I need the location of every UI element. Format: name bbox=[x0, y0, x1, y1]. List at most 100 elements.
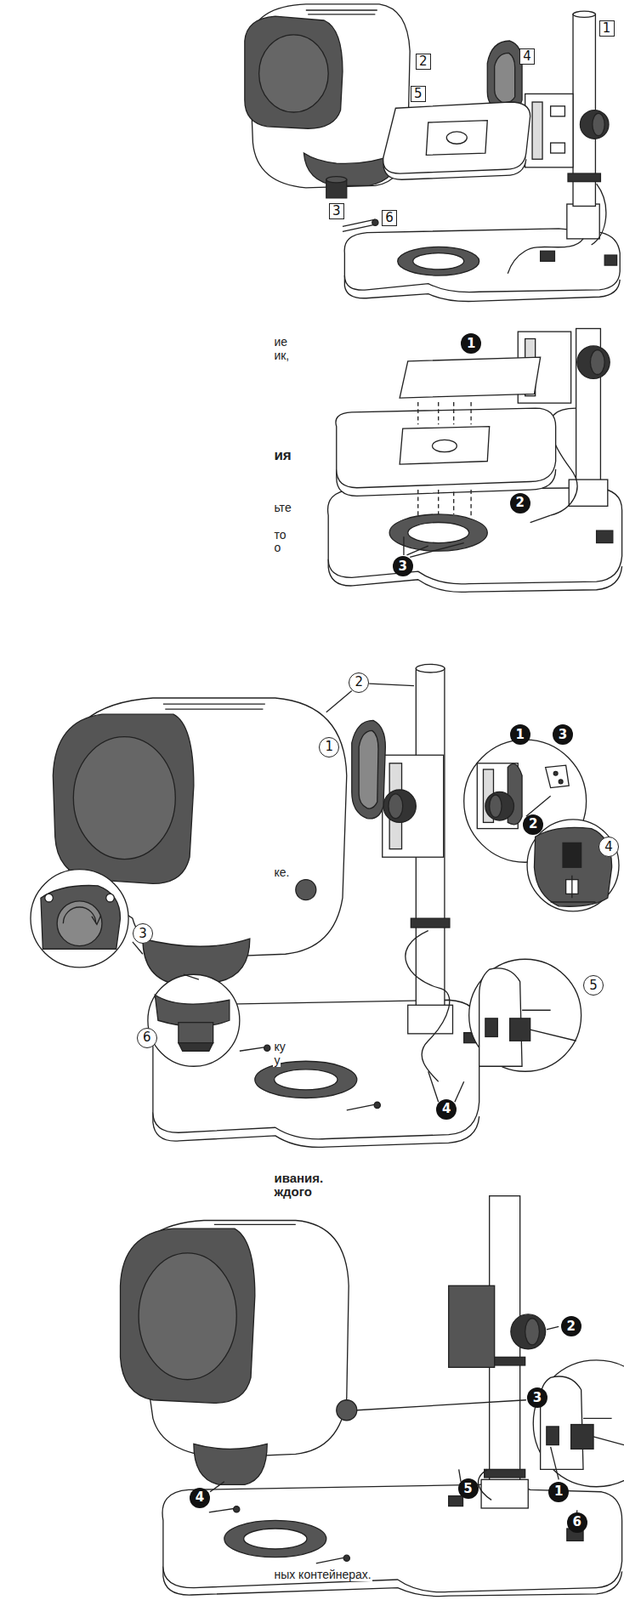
callout-number: 1 bbox=[515, 728, 524, 742]
callout-dot: 4 bbox=[189, 1487, 210, 1509]
base-plate bbox=[596, 530, 613, 543]
inset-bracket bbox=[558, 779, 563, 784]
callout-box: 6 bbox=[381, 209, 398, 227]
inset-rotate bbox=[45, 893, 54, 902]
dashed-guides bbox=[453, 402, 454, 425]
leader-lines bbox=[357, 1400, 527, 1411]
inset-power-socket bbox=[530, 1029, 577, 1041]
dashed-guides bbox=[470, 402, 471, 425]
pillar bbox=[567, 204, 600, 239]
callout-dot: 3 bbox=[392, 555, 414, 577]
callout-number: 4 bbox=[195, 1491, 205, 1504]
pillar bbox=[388, 794, 403, 819]
pillar bbox=[577, 346, 610, 379]
base-plate bbox=[540, 250, 556, 261]
leader-lines bbox=[428, 1071, 439, 1102]
leader-lines bbox=[209, 1481, 225, 1492]
base-plate bbox=[274, 1069, 338, 1090]
base-plate bbox=[243, 1528, 307, 1549]
eyecup bbox=[487, 40, 522, 113]
callout-number: 6 bbox=[572, 1515, 582, 1529]
leader-lines bbox=[459, 1469, 461, 1481]
pillar bbox=[525, 1318, 540, 1345]
base-plate bbox=[604, 255, 617, 266]
inset-rotate bbox=[106, 893, 115, 902]
viewer-head bbox=[164, 709, 263, 710]
base-plate bbox=[344, 228, 620, 302]
base-plate bbox=[413, 253, 465, 270]
objective-lens bbox=[326, 176, 347, 183]
leader-lines bbox=[402, 536, 404, 556]
text-fragment: ие bbox=[272, 334, 289, 349]
callout-dot: 3 bbox=[527, 1387, 548, 1408]
leader-lines bbox=[132, 941, 143, 954]
stage-plate bbox=[383, 102, 531, 174]
leader-lines bbox=[368, 683, 415, 686]
inset-rotate bbox=[56, 901, 103, 947]
leader-lines bbox=[550, 1446, 560, 1480]
callout-circle: 6 bbox=[136, 1027, 158, 1049]
leader-lines bbox=[403, 536, 465, 557]
inset-power-socket bbox=[521, 1009, 551, 1011]
objective-lens bbox=[326, 176, 347, 199]
inset-rotate bbox=[40, 885, 121, 950]
pillar bbox=[484, 1469, 526, 1478]
pillar bbox=[532, 102, 543, 159]
callout-circle: 2 bbox=[348, 672, 369, 693]
pillar bbox=[415, 663, 445, 673]
pillar bbox=[530, 515, 551, 522]
inset-rotate bbox=[30, 869, 129, 968]
dashed-guides bbox=[418, 402, 471, 517]
inset-power-socket bbox=[510, 1018, 531, 1041]
inset-power-socket bbox=[485, 1018, 498, 1038]
text-fragment: ку bbox=[272, 1039, 286, 1054]
callout-number: 2 bbox=[354, 675, 364, 689]
viewer-head bbox=[52, 714, 194, 884]
inset-switch bbox=[593, 1436, 624, 1446]
inset-rotate bbox=[62, 907, 96, 924]
text-fragment: ьте bbox=[272, 500, 292, 515]
text-fragment: о bbox=[272, 540, 282, 555]
base-plate bbox=[264, 1044, 271, 1051]
callout-number: 2 bbox=[419, 55, 428, 69]
callout-circle: 5 bbox=[583, 975, 604, 996]
text-fragment: ных контейнерах. bbox=[272, 1567, 372, 1582]
pillar bbox=[525, 93, 573, 167]
base-plate bbox=[255, 1060, 358, 1098]
inset-lens bbox=[147, 974, 240, 1067]
inset-power-socket bbox=[469, 958, 582, 1072]
callout-dot: 2 bbox=[510, 493, 531, 514]
stage-plate bbox=[432, 439, 458, 452]
pillar bbox=[448, 1285, 495, 1368]
stage-clips bbox=[342, 224, 375, 232]
callout-dot: 3 bbox=[552, 724, 573, 745]
callout-number: 4 bbox=[522, 50, 532, 63]
leader-lines bbox=[454, 1081, 465, 1102]
stage-plate bbox=[383, 102, 531, 180]
base-plate bbox=[316, 1557, 347, 1564]
viewer-head bbox=[244, 16, 343, 129]
eyecup bbox=[358, 730, 379, 809]
stage-plate bbox=[399, 426, 490, 465]
dashed-guides bbox=[417, 489, 419, 517]
leader-lines bbox=[409, 543, 465, 558]
viewer-head bbox=[163, 703, 266, 705]
callout-number: 3 bbox=[138, 927, 148, 941]
base-plate bbox=[152, 999, 480, 1147]
viewer-head bbox=[73, 737, 176, 860]
inset-switch bbox=[533, 1360, 624, 1487]
inset-lens bbox=[147, 974, 240, 1067]
callout-number: 4 bbox=[442, 1102, 451, 1116]
callout-box: 1 bbox=[599, 20, 615, 37]
pillar bbox=[410, 918, 450, 928]
base-plate bbox=[448, 1496, 464, 1507]
figure-stage bbox=[328, 328, 623, 592]
stage-plate bbox=[335, 408, 556, 488]
viewer-head bbox=[259, 34, 330, 113]
callout-circle: 1 bbox=[318, 737, 340, 758]
viewer-head bbox=[193, 1443, 267, 1485]
inset-switch bbox=[571, 1424, 594, 1450]
glass-plate bbox=[399, 357, 541, 398]
